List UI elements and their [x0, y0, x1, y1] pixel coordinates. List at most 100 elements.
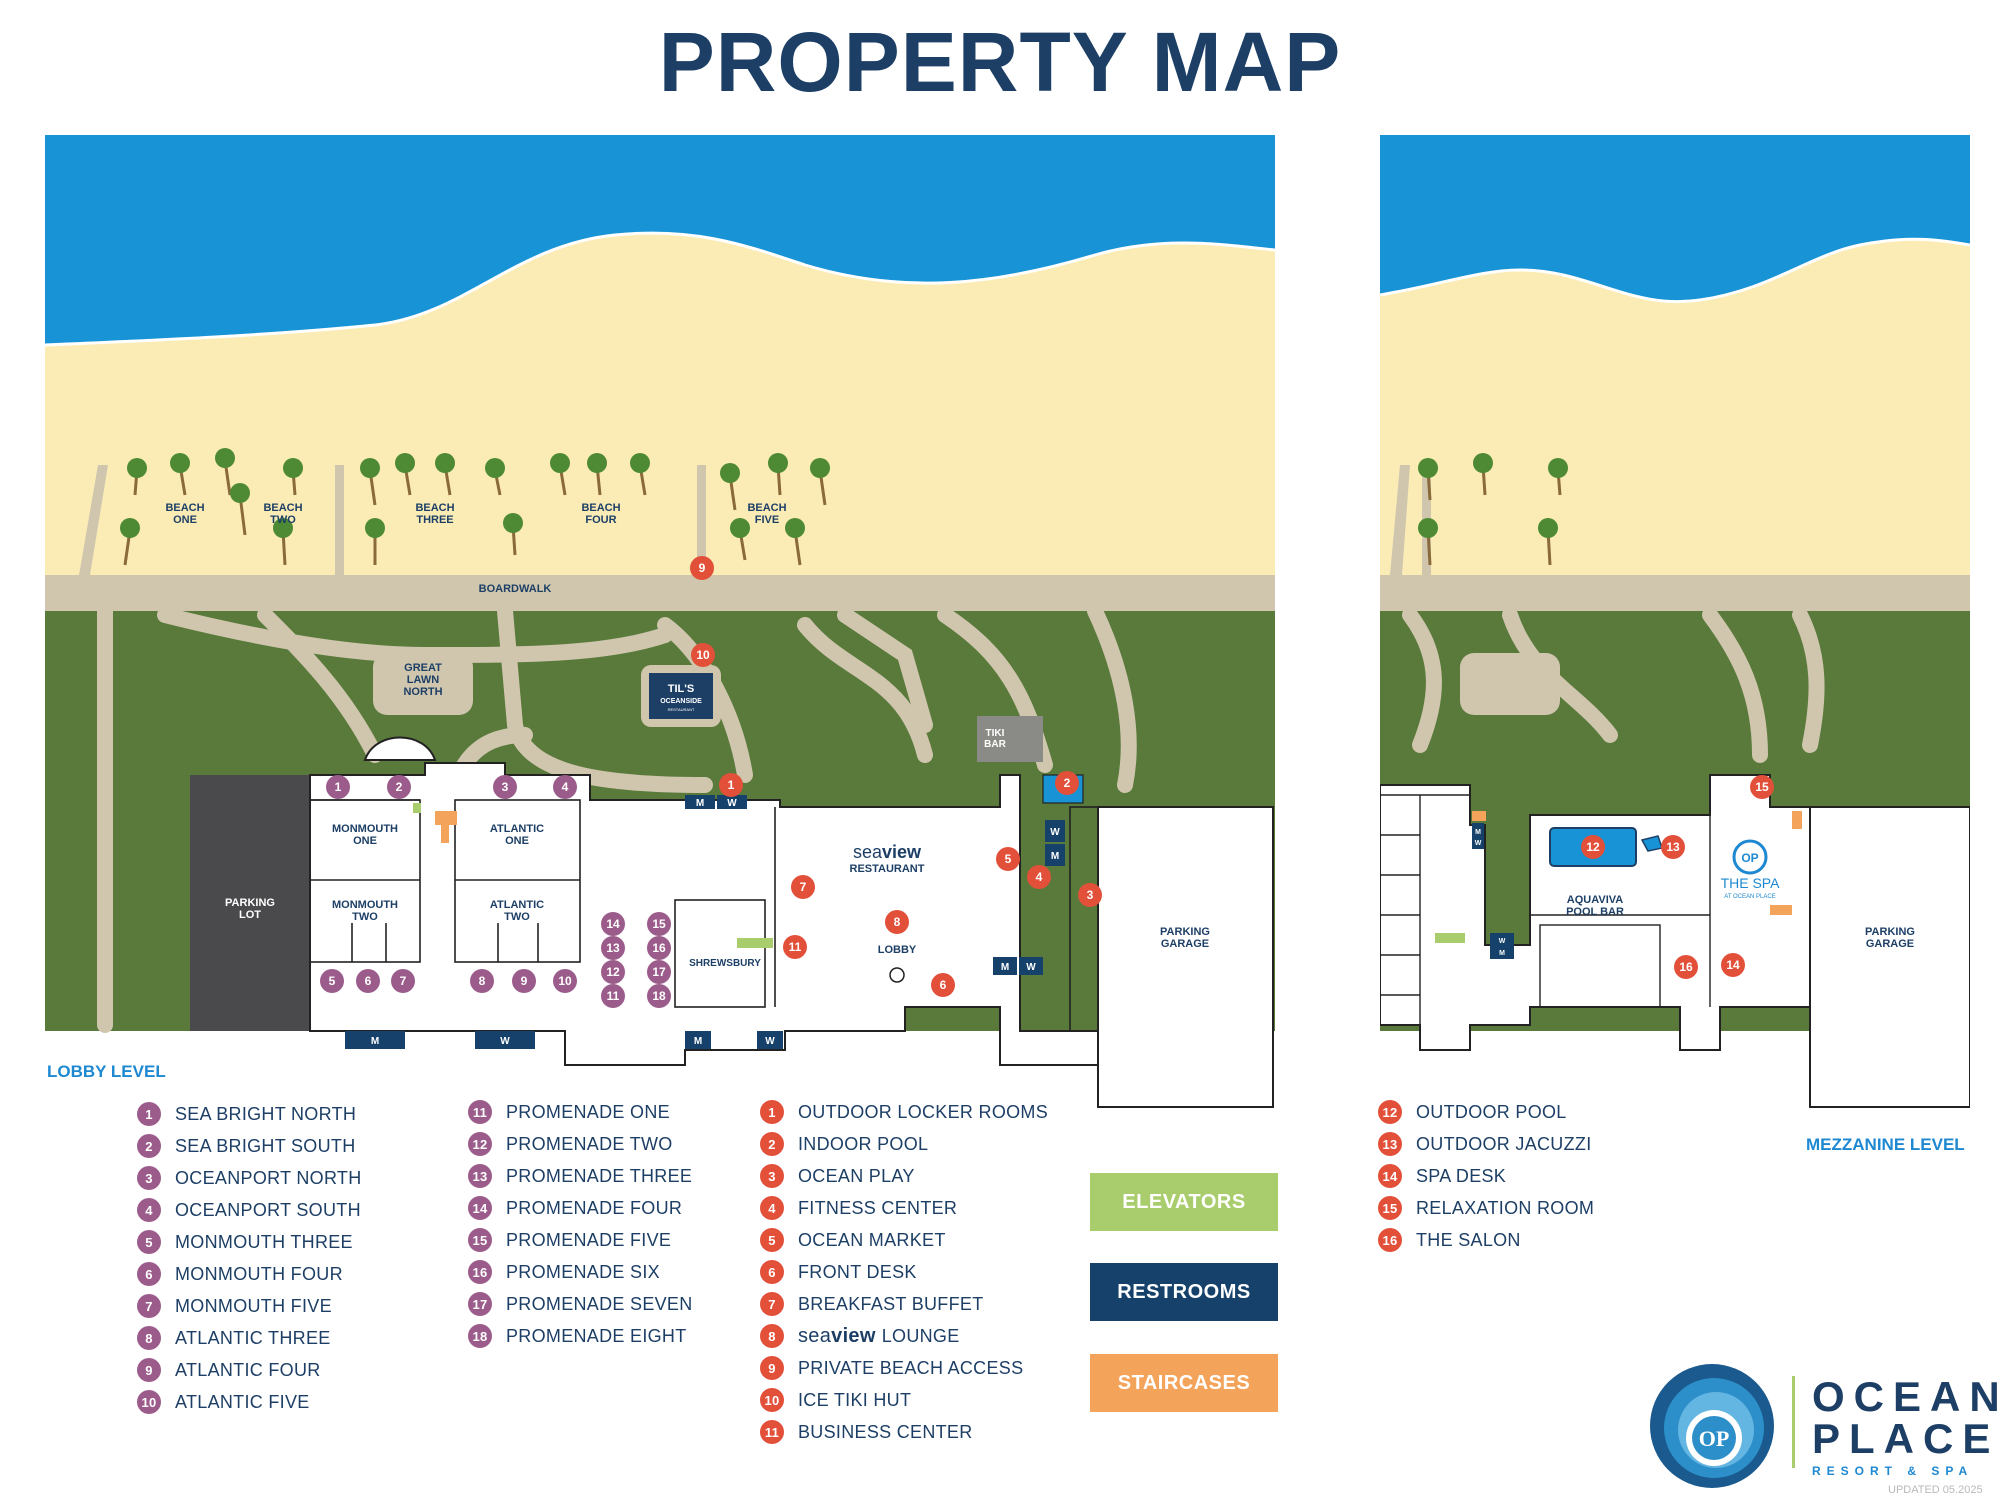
- legend-label: MONMOUTH FOUR: [175, 1263, 343, 1284]
- legend-label: MONMOUTH THREE: [175, 1231, 353, 1252]
- legend-number-badge: 1: [137, 1102, 161, 1126]
- svg-text:2: 2: [396, 780, 403, 794]
- beach-three-label: BEACH: [415, 502, 454, 514]
- legend-label: OCEANPORT NORTH: [175, 1167, 362, 1188]
- legend-label: ATLANTIC THREE: [175, 1327, 331, 1348]
- svg-text:AT OCEAN PLACE: AT OCEAN PLACE: [1724, 894, 1775, 900]
- svg-text:W: W: [1475, 840, 1482, 847]
- legend-item: 3 OCEANPORT NORTH: [137, 1162, 362, 1194]
- legend-number-badge: 8: [137, 1326, 161, 1350]
- legend-item: 4 OCEANPORT SOUTH: [137, 1194, 362, 1226]
- legend-item: 12 PROMENADE TWO: [468, 1128, 693, 1160]
- legend-number-badge: 13: [468, 1164, 492, 1188]
- legend-label: PROMENADE ONE: [506, 1101, 670, 1122]
- legend-number-badge: 12: [468, 1132, 492, 1156]
- svg-text:GARAGE: GARAGE: [1161, 938, 1209, 950]
- svg-text:GREAT: GREAT: [404, 662, 442, 674]
- legend-label: MONMOUTH FIVE: [175, 1295, 332, 1316]
- legend-number-badge: 7: [137, 1294, 161, 1318]
- legend-number-badge: 5: [137, 1230, 161, 1254]
- svg-text:10: 10: [696, 648, 710, 662]
- svg-text:15: 15: [652, 917, 666, 931]
- svg-text:12: 12: [1586, 840, 1600, 854]
- svg-text:M: M: [371, 1036, 379, 1047]
- svg-text:6: 6: [940, 978, 947, 992]
- svg-text:W: W: [765, 1036, 775, 1047]
- legend-item: 7 MONMOUTH FIVE: [137, 1290, 362, 1322]
- legend-number-badge: 11: [468, 1100, 492, 1124]
- svg-text:LAWN: LAWN: [407, 674, 439, 686]
- parking-garage: [1809, 806, 1970, 1108]
- legend-number-badge: 3: [137, 1166, 161, 1190]
- legend-number-badge: 1: [760, 1100, 784, 1124]
- legend-label: OCEANPORT SOUTH: [175, 1199, 361, 1220]
- svg-text:RESTAURANT: RESTAURANT: [668, 707, 695, 712]
- svg-text:4: 4: [562, 780, 569, 794]
- beach-sand: [45, 233, 1275, 576]
- svg-text:9: 9: [521, 974, 528, 988]
- logo-divider: [1792, 1376, 1795, 1468]
- svg-text:7: 7: [800, 880, 807, 894]
- legend-label: PROMENADE FOUR: [506, 1197, 683, 1218]
- svg-text:W: W: [727, 798, 737, 809]
- svg-text:TWO: TWO: [270, 514, 296, 526]
- svg-text:PARKING: PARKING: [225, 897, 275, 909]
- updated-date: UPDATED 05.2025: [1888, 1484, 1983, 1496]
- monmouth-one-label: MONMOUTH: [332, 823, 398, 835]
- legend-number-badge: 18: [468, 1324, 492, 1348]
- svg-text:OP: OP: [1741, 851, 1758, 865]
- tils-oceanside: [649, 673, 713, 719]
- svg-text:NORTH: NORTH: [403, 686, 442, 698]
- restrooms-key: RESTROOMS: [1090, 1263, 1278, 1321]
- legend-number-badge: 2: [760, 1132, 784, 1156]
- legend-label: ICE TIKI HUT: [798, 1389, 912, 1410]
- legend-label: BUSINESS CENTER: [798, 1421, 973, 1442]
- legend-number-badge: 14: [468, 1196, 492, 1220]
- lobby-level-label: LOBBY LEVEL: [47, 1062, 166, 1081]
- svg-text:3: 3: [1087, 888, 1094, 902]
- svg-text:6: 6: [365, 974, 372, 988]
- svg-text:9: 9: [699, 561, 706, 575]
- legend-item: 6 MONMOUTH FOUR: [137, 1258, 362, 1290]
- svg-text:M: M: [1001, 962, 1009, 973]
- svg-text:LOT: LOT: [239, 909, 261, 921]
- mezzanine-level-label: MEZZANINE LEVEL: [1806, 1135, 1965, 1154]
- svg-text:OCEANSIDE: OCEANSIDE: [660, 698, 702, 705]
- legend-label: BREAKFAST BUFFET: [798, 1293, 984, 1314]
- legend-number-badge: 5: [760, 1228, 784, 1252]
- svg-text:2: 2: [1064, 776, 1071, 790]
- svg-text:11: 11: [789, 940, 802, 954]
- lobby-level-map: BEACH ONE BEACH TWO BEACH THREE BEACH FO…: [45, 135, 1275, 1108]
- elevators-key: ELEVATORS: [1090, 1173, 1278, 1231]
- parking-garage: [1097, 806, 1274, 1108]
- legend-label: FITNESS CENTER: [798, 1197, 958, 1218]
- ocean-place-logo-icon: OP: [1650, 1364, 1774, 1488]
- svg-text:PARKING: PARKING: [1160, 926, 1210, 938]
- restrooms: [1472, 823, 1514, 959]
- svg-text:W: W: [1499, 938, 1506, 945]
- svg-text:M: M: [1499, 950, 1505, 957]
- svg-text:12: 12: [606, 965, 620, 979]
- legend-number-badge: 4: [137, 1198, 161, 1222]
- svg-text:8: 8: [894, 915, 901, 929]
- atlantic-two-label: ATLANTIC: [490, 899, 544, 911]
- legend-label: PROMENADE TWO: [506, 1133, 673, 1154]
- svg-text:THREE: THREE: [416, 514, 453, 526]
- elevators: [1435, 933, 1465, 943]
- svg-text:PARKING: PARKING: [1865, 926, 1915, 938]
- legend-number-badge: 6: [137, 1262, 161, 1286]
- legend-label: PRIVATE BEACH ACCESS: [798, 1357, 1024, 1378]
- beach-two-label: BEACH: [263, 502, 302, 514]
